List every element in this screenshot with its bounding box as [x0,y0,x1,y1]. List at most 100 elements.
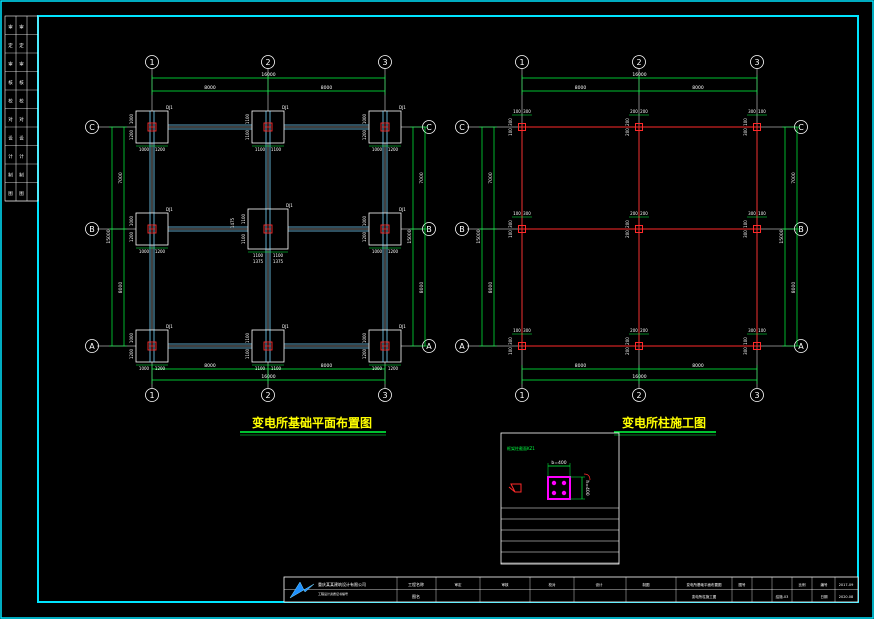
axis-bubble-left-label: B [459,225,465,234]
footing-dim-text: 1100 [245,348,250,359]
strip-cell-text: 审 [8,24,13,31]
rebar [551,490,557,496]
axis-bubble-right-label: A [426,342,432,351]
dim-text-span-x: 8000 [204,363,216,369]
date-value: 2020.08 [839,595,853,599]
axis-bubble-right-label: B [426,225,432,234]
company-subtitle: 工程设计资质证书编号 [318,591,348,596]
column-dim-text: 200 [640,328,648,333]
footing-dim-text: 1000 [129,215,134,226]
strip-cell-text: 定 [8,42,13,49]
column-stub [263,122,273,132]
strip-cell-text: 图 [19,191,24,197]
strip-cell-text: 设 [8,135,13,142]
rebar [561,480,567,486]
dim-text-span-y: 7000 [118,172,124,184]
axis-bubble-right-label: C [426,123,432,132]
dim-text-span-x: 8000 [575,363,587,369]
axis-bubble-top-label: 2 [636,58,641,67]
footing-dim-text: 1100 [273,253,284,258]
column [753,225,761,233]
axis-bubble-left [455,120,469,134]
strip-cell-text: 审 [19,61,24,68]
footing-dim-text: 1100 [245,113,250,124]
axis-bubble-top [145,55,159,69]
axis-bubble-bottom-label: 2 [636,391,641,400]
footing-dim-text: 1000 [372,366,383,371]
column-dim-text: 300 [748,211,756,216]
dim-text-span-y: 8000 [419,282,425,294]
column-dim-text: 300 [523,109,531,114]
axis-bubble-bottom [378,388,392,402]
footing-tag: DJ1 [399,105,406,110]
footing-dim-text: 1200 [129,348,134,359]
column-dim-text: 100 [758,328,766,333]
dim-text-span-y: 8000 [488,282,494,294]
dim-text-span-x: 8000 [204,85,216,91]
column [635,225,643,233]
rebar [561,490,567,496]
sheet-number: 结施-03 [776,594,789,599]
axis-bubble-bottom-label: 3 [382,391,387,400]
rebar [551,480,557,486]
column-dim-text: 300 [748,109,756,114]
column-dim-text: 300 [508,337,513,345]
dim-text-overall-x: 16000 [632,72,646,78]
north-marker [508,483,522,493]
footing-dim-center: 1375 [273,259,284,264]
column-dim-text: 200 [640,211,648,216]
column-dim-text: 300 [743,230,748,238]
dim-text-span-y: 7000 [488,172,494,184]
column-dim-text: 200 [630,328,638,333]
title-block-cell: 校对 [549,582,557,587]
footing-tag: DJ1 [166,324,173,329]
axis-bubble-left-label: A [459,342,465,351]
footing-dim-text: 1100 [271,147,282,152]
axis-bubble-right-label: B [798,225,804,234]
dim-text-span-y: 8000 [791,282,797,294]
detail-heading: 框架柱截面KZ1 [507,445,535,451]
footing-dim-text: 1000 [129,113,134,124]
binding-strip: 审审定定审审核核校校对对设设计计制制图图 [4,15,39,202]
dim-text-span-x: 8000 [575,85,587,91]
column-dim-text: 100 [508,128,513,136]
drawing-name-2: 变电所柱施工图 [692,594,717,599]
column-dim-text: 300 [523,211,531,216]
column-dim-text: 100 [743,118,748,126]
strip-cell-text: 定 [19,42,24,49]
axis-bubble-top [632,55,646,69]
column-dim-text: 100 [743,337,748,345]
footing-dim-text: 1100 [241,233,246,244]
column-dim-text: 100 [758,109,766,114]
axis-bubble-bottom [515,388,529,402]
column-dim-text: 100 [513,211,521,216]
footing-tag: DJ1 [282,105,289,110]
footing-dim-text: 1000 [139,147,150,152]
column-dim-text: 200 [625,337,630,345]
strip-cell-text: 计 [19,153,24,160]
axis-bubble-right-label: A [798,342,804,351]
column-dim-text: 300 [743,128,748,136]
footing-dim-text: 1200 [388,249,399,254]
section-dim-b: b=400 [551,460,566,466]
column [753,342,761,350]
footing-dim-text: 1100 [271,366,282,371]
axis-bubble-left-label: C [89,123,95,132]
strip-cell-text: 校 [8,98,13,105]
axis-bubble-left [455,222,469,236]
axis-bubble-top [515,55,529,69]
footing-dim-text: 1100 [255,366,266,371]
footing-dim-text: 1000 [139,366,150,371]
company-name: 重庆某某建筑设计有限公司 [318,581,366,587]
strip-cell-text: 制 [19,172,24,179]
footing-tag: DJ1 [166,105,173,110]
column-stub [263,224,273,234]
sheet-label: 图号 [739,582,747,587]
section-dim-h: h=400 [584,480,590,495]
dim-text-overall-x: 16000 [261,374,275,380]
footing-dim-center: 1375 [253,259,264,264]
dim-text-overall-y: 15000 [779,229,785,243]
dim-text-span-y: 7000 [419,172,425,184]
axis-bubble-right-label: C [798,123,804,132]
